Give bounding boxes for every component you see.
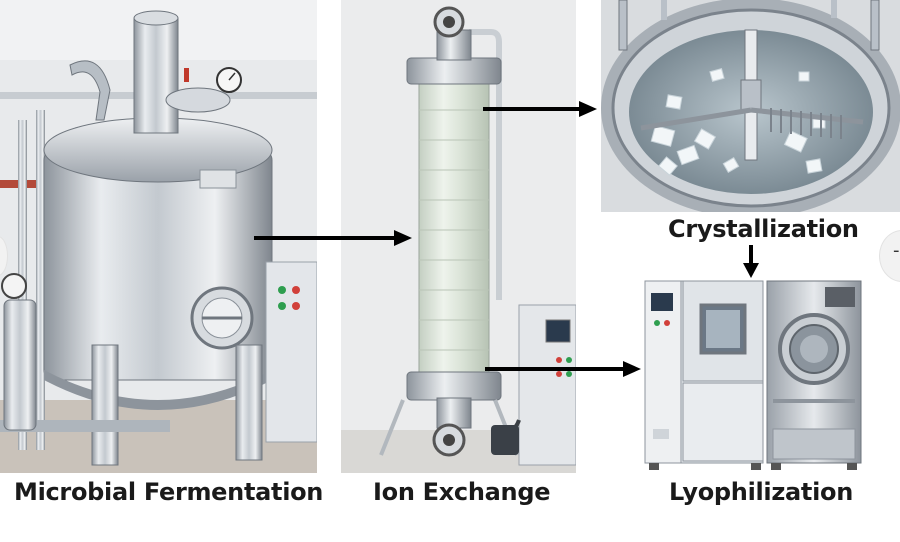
arrow-ion-exchange-to-crystallization	[483, 101, 597, 117]
arrow-ion-exchange-to-lyophilization	[485, 361, 641, 377]
lyophilization-image	[643, 279, 862, 472]
label-microbial-fermentation: Microbial Fermentation	[14, 478, 324, 506]
right-edge-glyph: -	[893, 240, 900, 261]
fermentation-image	[0, 0, 317, 473]
lyophilization-illustration	[643, 279, 862, 472]
crystallization-illustration	[601, 0, 900, 212]
arrow-crystallization-to-lyophilization	[743, 245, 759, 278]
crystallization-image	[601, 0, 900, 212]
label-lyophilization: Lyophilization	[669, 478, 853, 506]
fermentation-illustration	[0, 0, 317, 473]
label-crystallization: Crystallization	[668, 215, 859, 243]
arrow-fermentation-to-ion-exchange	[254, 230, 412, 246]
label-ion-exchange: Ion Exchange	[373, 478, 551, 506]
